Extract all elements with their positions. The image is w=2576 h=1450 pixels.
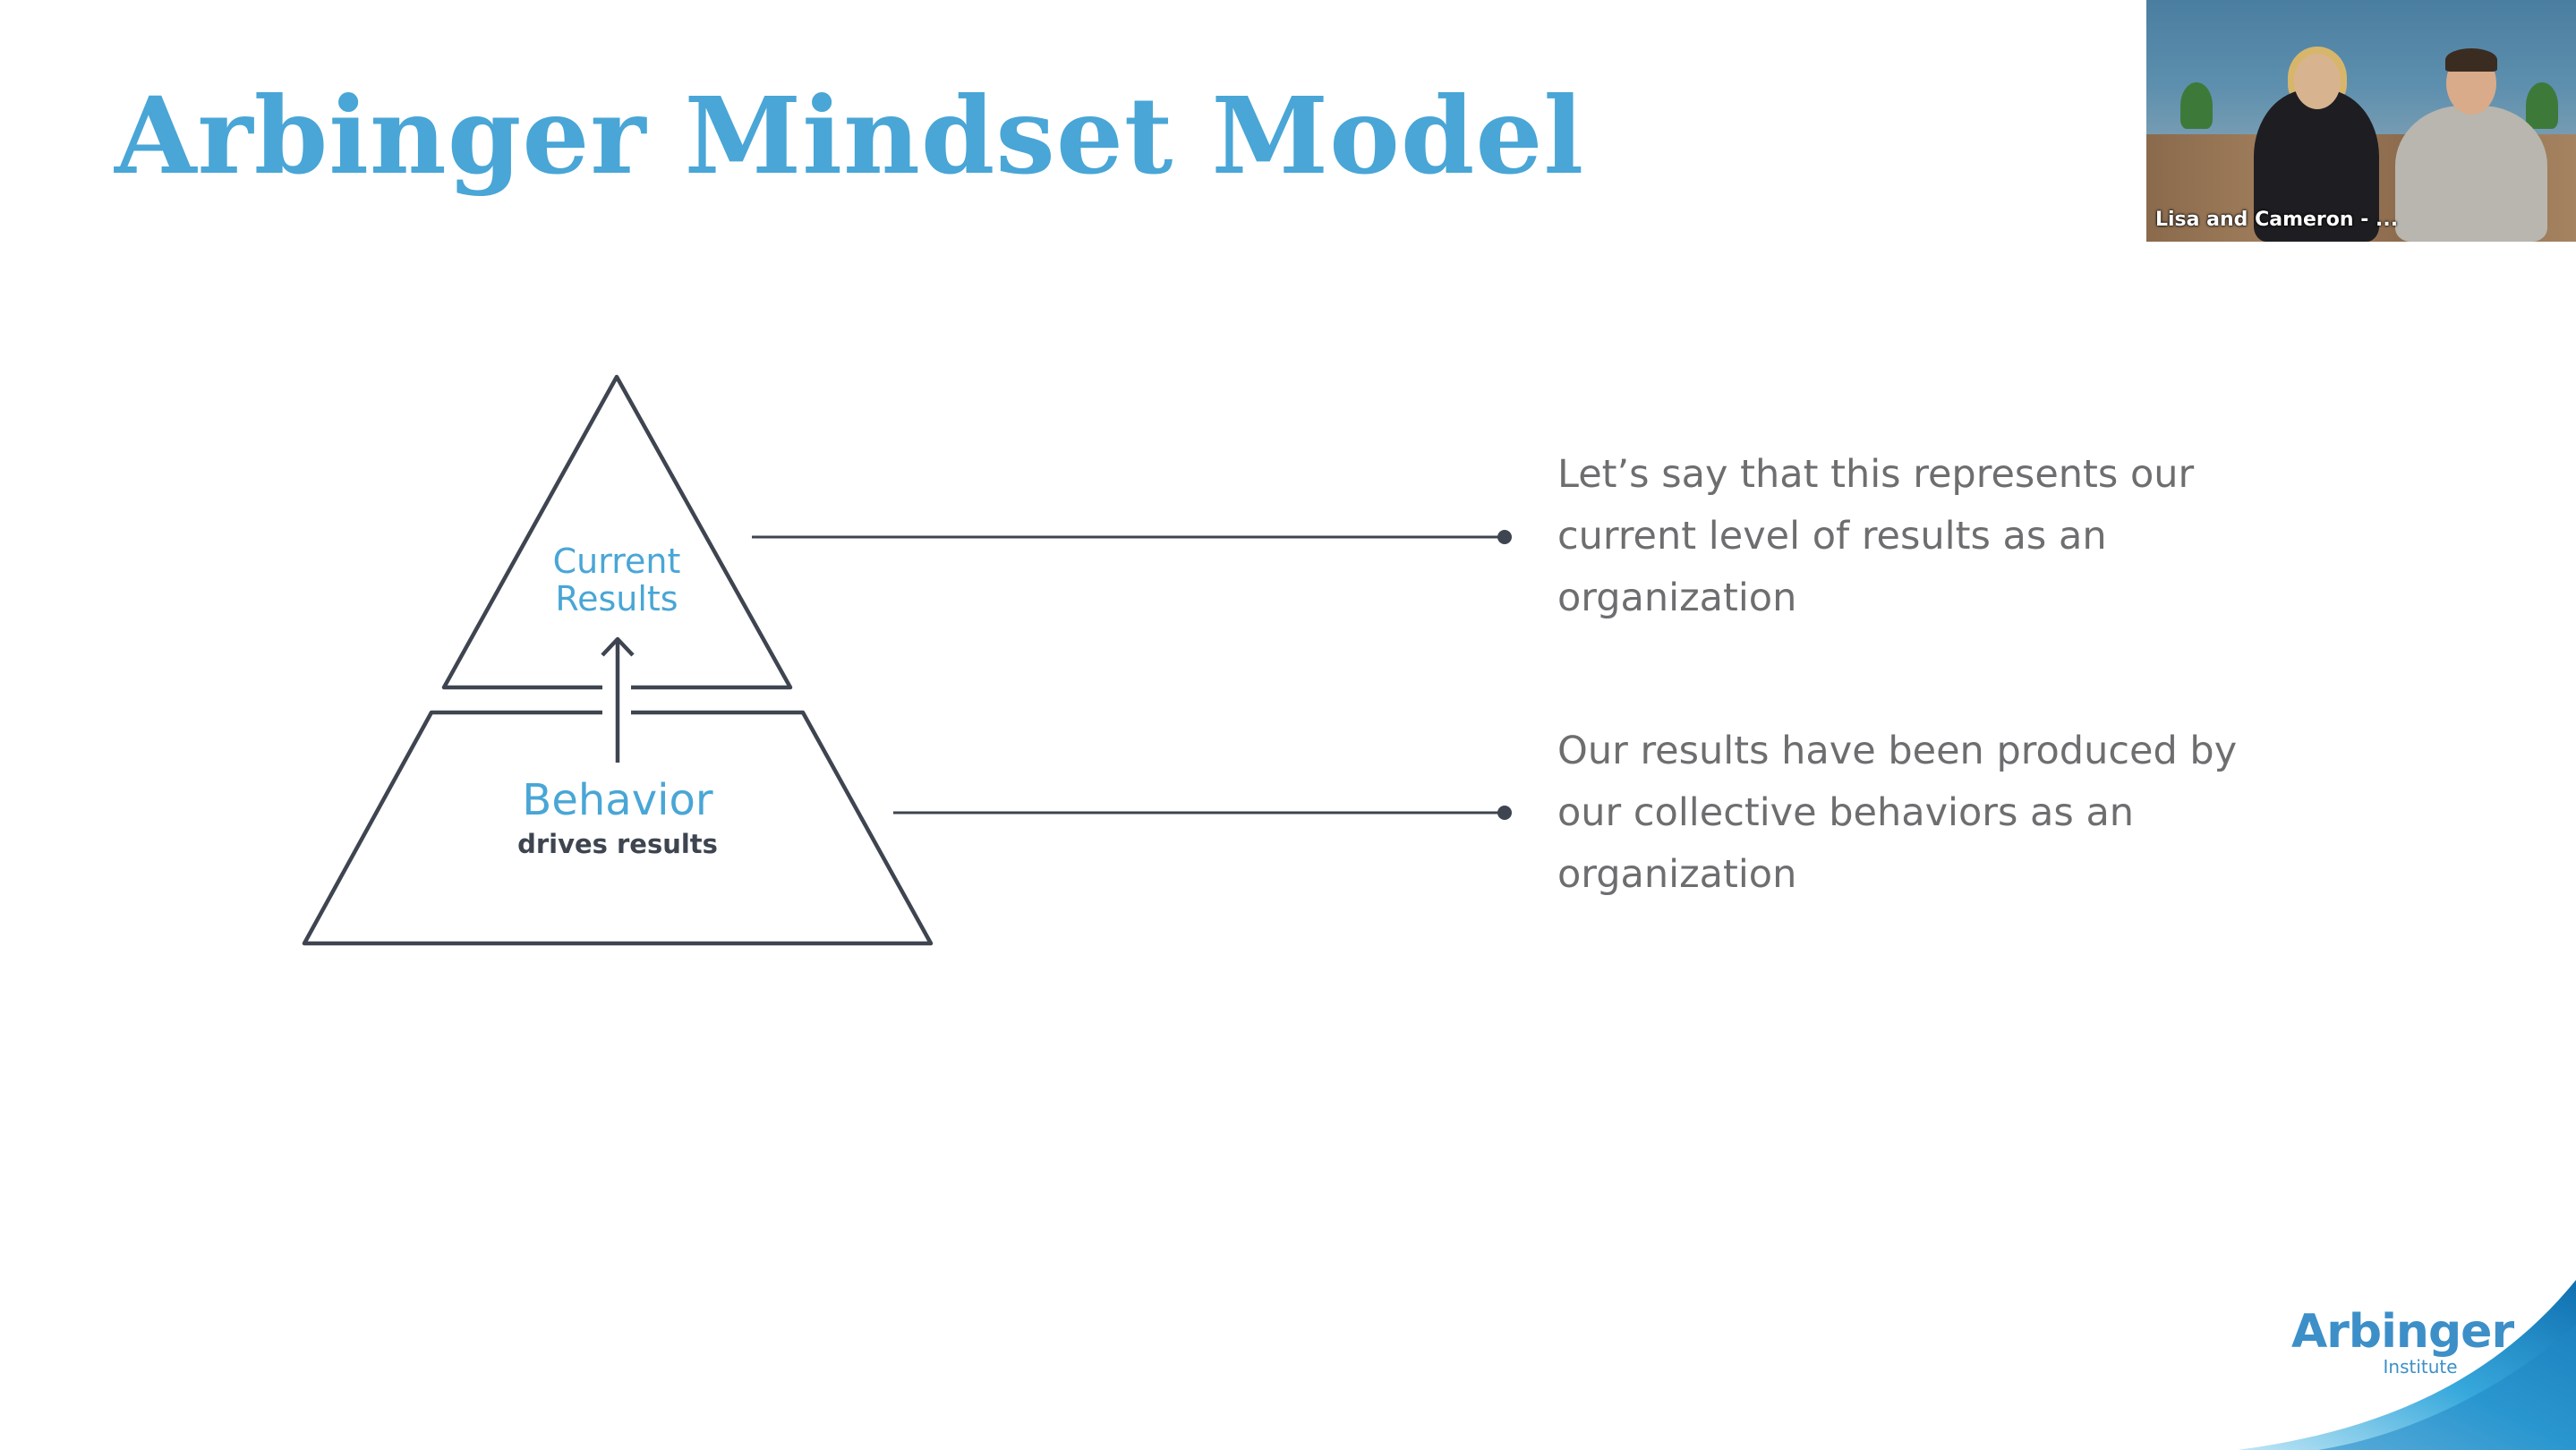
behavior-explanation: Our results have been produced by our co… <box>1557 729 2238 897</box>
corner-swoosh-decoration <box>2238 1280 2576 1450</box>
plant-icon <box>2526 82 2558 129</box>
slide-title: Arbinger Mindset Model <box>115 73 1585 198</box>
drive-arrow-head <box>601 636 635 657</box>
plant-icon <box>2180 82 2213 129</box>
logo-subtitle: Institute <box>2383 1356 2458 1378</box>
presenter-cameron <box>2395 106 2547 242</box>
presenter-cameron-hair <box>2445 48 2497 72</box>
arbinger-logo: Arbinger Institute <box>2291 1305 2514 1378</box>
behavior-connector-dot <box>1497 806 1512 820</box>
behavior-label: Behavior <box>522 775 712 825</box>
current-results-label-line2: Results <box>555 579 678 618</box>
video-call-tile[interactable]: Lisa and Cameron - ... <box>2146 0 2576 242</box>
results-explanation: Let’s say that this represents our curre… <box>1557 452 2195 620</box>
current-results-label-line1: Current <box>553 542 681 581</box>
behavior-sublabel: drives results <box>517 829 718 859</box>
presenter-lisa-head <box>2294 54 2341 109</box>
participant-caption: Lisa and Cameron - ... <box>2155 209 2399 231</box>
results-connector-dot <box>1497 530 1512 544</box>
presenter-lisa <box>2254 90 2379 242</box>
behavior-trapezoid <box>302 710 934 946</box>
logo-brand: Arbinger <box>2291 1305 2514 1359</box>
